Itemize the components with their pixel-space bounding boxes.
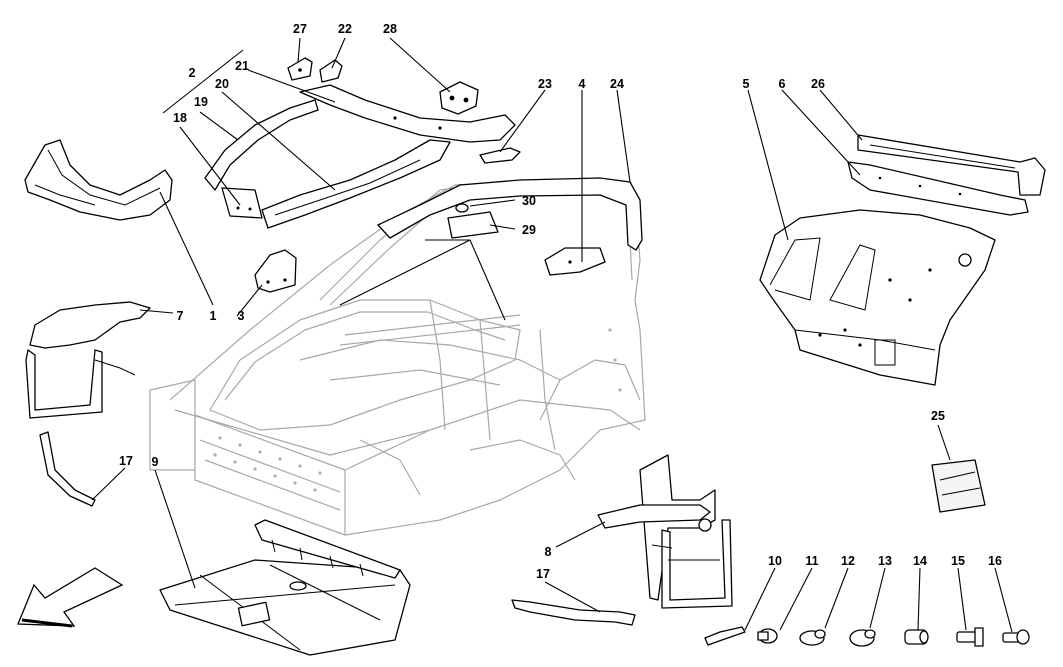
part-beam-20 — [261, 139, 451, 229]
callout-12: 12 — [841, 554, 855, 568]
part-plate-22 — [319, 59, 343, 83]
part-roof-arch-24 — [377, 177, 643, 251]
fastener-13 — [849, 629, 876, 647]
callout-7: 7 — [177, 309, 184, 323]
callout-3: 3 — [238, 309, 245, 323]
callout-2: 2 — [189, 66, 196, 80]
callout-9: 9 — [152, 455, 159, 469]
part-strip-17-left — [39, 431, 96, 507]
callout-19: 19 — [194, 95, 208, 109]
part-bracket-18 — [221, 187, 263, 219]
fastener-14 — [904, 629, 929, 645]
callout-15: 15 — [951, 554, 965, 568]
callout-24: 24 — [610, 77, 624, 91]
direction-arrow-icon — [17, 567, 124, 628]
part-plate-23 — [479, 147, 521, 164]
fastener-11 — [757, 628, 778, 644]
callout-14: 14 — [913, 554, 927, 568]
part-plate-27 — [287, 57, 313, 81]
part-bracket-3 — [254, 249, 297, 293]
part-bracket-28 — [439, 81, 479, 115]
callout-labels: 1 2 3 4 5 6 7 8 9 10 11 12 13 14 15 16 1… — [119, 22, 1002, 581]
part-strip-17-right — [511, 599, 636, 626]
callout-23: 23 — [538, 77, 552, 91]
fastener-10 — [704, 626, 746, 646]
callout-10: 10 — [768, 554, 782, 568]
callout-4: 4 — [579, 77, 586, 91]
callout-28: 28 — [383, 22, 397, 36]
part-underbody-tray-9 — [159, 519, 411, 656]
part-beam-21 — [299, 84, 516, 143]
callout-17-right: 17 — [536, 567, 550, 581]
part-bulkhead-5 — [759, 209, 996, 386]
callout-18: 18 — [173, 111, 187, 125]
part-lens-25 — [931, 459, 986, 513]
part-support-frame-8 — [597, 454, 733, 609]
callout-6: 6 — [779, 77, 786, 91]
callout-20: 20 — [215, 77, 229, 91]
callout-13: 13 — [878, 554, 892, 568]
part-rail-6 — [847, 161, 1029, 216]
part-grommet-30 — [455, 203, 469, 213]
callout-11: 11 — [805, 554, 818, 568]
callout-27: 27 — [293, 22, 307, 36]
fastener-15 — [956, 627, 984, 647]
leader-lines — [91, 37, 1013, 633]
callout-21: 21 — [235, 59, 249, 73]
callout-25: 25 — [931, 409, 945, 423]
callout-26: 26 — [811, 77, 825, 91]
fastener-16 — [1002, 629, 1030, 645]
callout-1: 1 — [210, 309, 217, 323]
part-support-frame-7 — [25, 301, 151, 419]
part-rail-26 — [857, 134, 1046, 196]
callout-8: 8 — [545, 545, 552, 559]
callout-30: 30 — [522, 194, 536, 208]
fastener-12 — [799, 629, 826, 646]
part-beam-19 — [204, 99, 319, 191]
part-front-crossmember — [24, 139, 173, 221]
callout-16: 16 — [988, 554, 1002, 568]
callout-29: 29 — [522, 223, 536, 237]
part-plate-29 — [447, 211, 499, 239]
callout-17-left: 17 — [119, 454, 133, 468]
callout-5: 5 — [743, 77, 750, 91]
callout-22: 22 — [338, 22, 352, 36]
part-bracket-4 — [544, 247, 606, 276]
